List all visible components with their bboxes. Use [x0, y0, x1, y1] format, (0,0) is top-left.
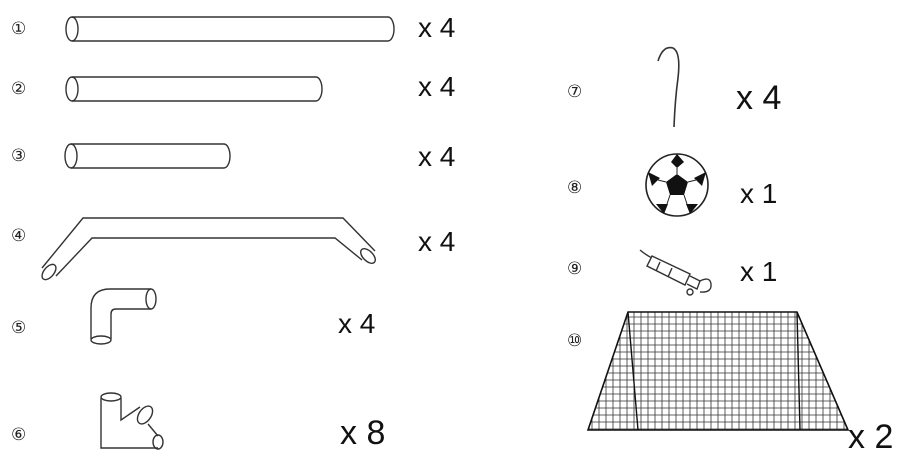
part-marker-3: ③: [11, 148, 26, 165]
part-qty-1: x 4: [418, 14, 455, 42]
part-qty-5: x 4: [338, 310, 375, 338]
part-marker-8: ⑧: [567, 180, 582, 197]
soccer-ball-icon: [646, 154, 708, 216]
goal-net-icon: [585, 310, 852, 432]
part-marker-7: ⑦: [567, 84, 582, 101]
part-qty-3: x 4: [418, 143, 455, 171]
part-marker-1: ①: [11, 21, 26, 38]
part-marker-2: ②: [11, 81, 26, 98]
part-marker-6: ⑥: [11, 427, 26, 444]
medium-pipe-icon: [66, 77, 322, 101]
part-marker-5: ⑤: [11, 320, 26, 337]
part-marker-4: ④: [11, 228, 26, 245]
part-qty-2: x 4: [418, 73, 455, 101]
part-qty-10: x 2: [848, 420, 893, 454]
part-qty-9: x 1: [740, 258, 777, 286]
part-qty-7: x 4: [736, 81, 781, 115]
part-marker-9: ⑨: [567, 261, 582, 278]
air-pump-icon: [640, 250, 711, 295]
short-pipe-icon: [65, 144, 230, 168]
part-marker-10: ⑩: [567, 333, 582, 350]
long-pipe-icon: [66, 17, 394, 41]
ground-stake-icon: [658, 48, 679, 127]
part-qty-6: x 8: [340, 416, 385, 450]
angled-frame-tube-icon: [39, 218, 378, 282]
elbow-connector-icon: [91, 289, 156, 344]
tee-connector-icon: [101, 393, 163, 449]
part-qty-8: x 1: [740, 180, 777, 208]
part-qty-4: x 4: [418, 228, 455, 256]
